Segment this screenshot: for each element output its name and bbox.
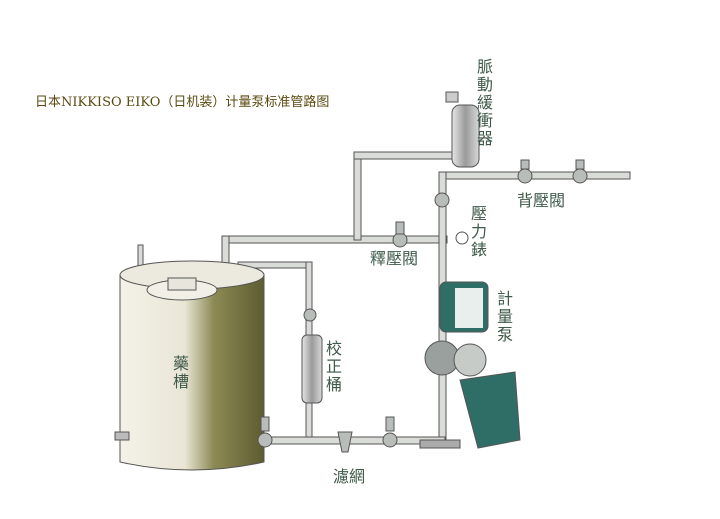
calibration-column [301,334,323,404]
diagram-title: 日本NIKKISO EIKO（日机装）计量泵标准管路图 [35,95,330,110]
label-relief-valve: 釋壓閥 [370,249,419,268]
chemical-tank [114,260,265,471]
label-chemical-tank: 藥槽 [172,354,189,391]
label-pressure-gauge: 壓力錶 [470,204,487,259]
metering-pump [419,281,521,449]
label-strainer: 濾網 [333,467,366,486]
label-calibration-column: 校正桶 [325,339,342,394]
label-metering-pump: 計量泵 [496,289,513,344]
label-pulsation-dampener: 脈動緩衝器 [476,57,493,148]
label-back-pressure-valve: 背壓閥 [517,191,566,210]
pulsation-dampener [451,104,480,168]
valves [257,159,588,453]
